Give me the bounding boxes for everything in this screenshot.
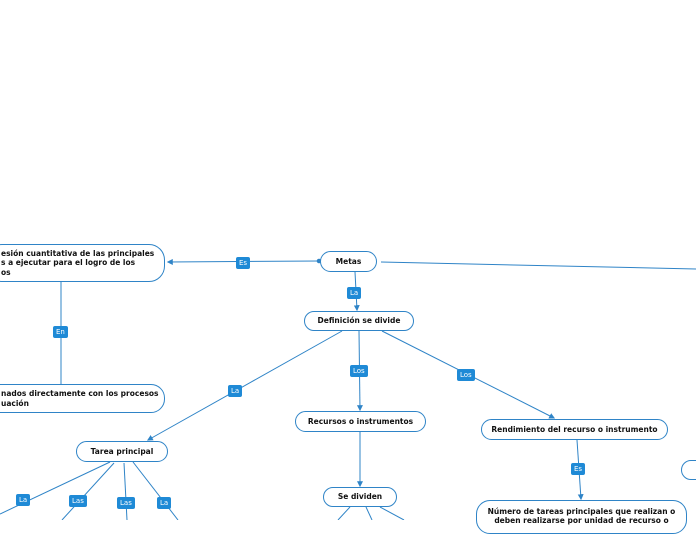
node-rendimiento[interactable]: Rendimiento del recurso o instrumento [481, 419, 668, 440]
node-se-dividen-label: Se dividen [337, 492, 383, 502]
node-se-dividen[interactable]: Se dividen [323, 487, 397, 507]
line-tarea-b1 [0, 461, 111, 515]
line-tarea-b3 [123, 462, 128, 520]
line-tarea-b4 [132, 461, 179, 520]
node-expresion-label: esión cuantitativa de las principales s … [1, 248, 155, 277]
tag-las-branch-3: Las [117, 497, 135, 509]
node-metas-label: Metas [335, 256, 362, 266]
node-rendimiento-label: Rendimiento del recurso o instrumento [491, 424, 658, 434]
tag-la-definicion: La [347, 287, 362, 299]
tag-es-rendimiento: Es [571, 463, 586, 475]
node-recursos[interactable]: Recursos o instrumentos [295, 411, 426, 432]
tag-en: En [53, 326, 68, 338]
node-tarea[interactable]: Tarea principal [76, 441, 168, 462]
tag-la-branch-1: La [16, 494, 31, 506]
tag-es-left: Es [236, 257, 251, 269]
line-sedividen-b2 [365, 506, 373, 520]
node-definicion[interactable]: Definición se divide [304, 311, 414, 331]
node-definicion-label: Definición se divide [317, 316, 401, 326]
line-definicion-tarea [146, 330, 343, 441]
node-nados[interactable]: nados directamente con los procesos uaci… [0, 384, 165, 413]
node-numero[interactable]: Número de tareas principales que realiza… [476, 500, 687, 534]
line-sedividen-b3 [379, 506, 405, 520]
tag-los-recursos: Los [350, 365, 368, 377]
tag-la-tarea: La [228, 385, 243, 397]
line-sedividen-b1 [337, 506, 351, 520]
tag-la-branch-4: La [157, 497, 172, 509]
node-metas[interactable]: Metas [320, 251, 377, 272]
node-expresion[interactable]: esión cuantitativa de las principales s … [0, 244, 165, 282]
node-numero-label: Número de tareas principales que realiza… [487, 507, 676, 526]
tag-los-rendimiento: Los [457, 369, 475, 381]
line-tarea-b2 [61, 462, 115, 520]
node-right-partial[interactable] [681, 460, 696, 480]
node-tarea-label: Tarea principal [90, 446, 154, 456]
line-metas-right [380, 261, 696, 270]
node-nados-label: nados directamente con los procesos uaci… [1, 389, 159, 408]
node-recursos-label: Recursos o instrumentos [307, 416, 414, 426]
tag-las-branch-2: Las [69, 495, 87, 507]
